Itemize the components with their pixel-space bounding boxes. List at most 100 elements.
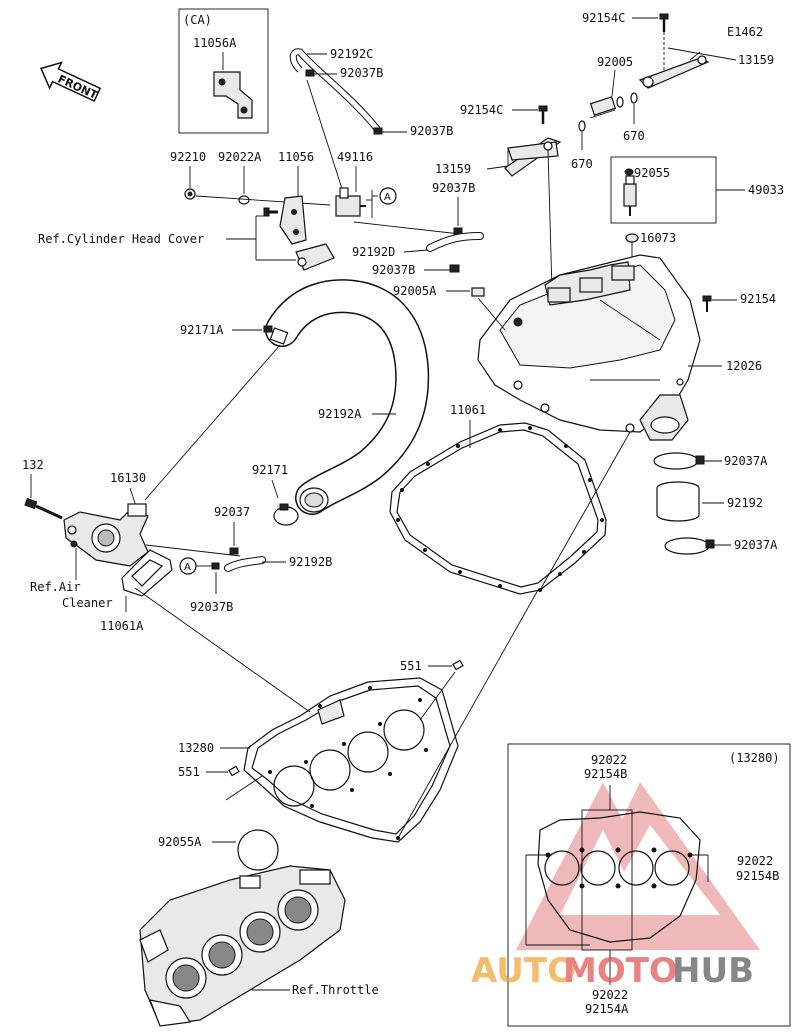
label-92037B-5: 92037B [190, 600, 233, 614]
label-92154: 92154 [740, 292, 776, 306]
label-49033: 49033 [748, 183, 784, 197]
label-ref-throttle: Ref.Throttle [292, 983, 379, 997]
ca-box-part-label: 11056A [193, 36, 237, 50]
valve-body-16130 [63, 503, 149, 567]
label-132: 132 [22, 458, 44, 472]
bracket-11056a [213, 71, 253, 119]
label-92192B: 92192B [289, 555, 332, 569]
label-670-a: 670 [571, 157, 593, 171]
throttle-body [139, 865, 346, 1027]
clamp-92037 [229, 547, 239, 555]
svg-text:A: A [184, 562, 191, 573]
watermark-text: AUTO MOTO HUB [471, 951, 754, 991]
label-13159-top: 13159 [738, 53, 774, 67]
inset-label-3-top: 92022 [592, 988, 628, 1002]
label-12026: 12026 [726, 359, 762, 373]
sensor-92055 [623, 168, 637, 216]
clamp-92037b-3 [453, 227, 463, 235]
label-49116: 49116 [337, 150, 373, 164]
cylinder-head-cover-part [295, 243, 335, 271]
pin-551-a [452, 659, 464, 671]
gasket-13280 [243, 677, 459, 843]
label-ref-air-1: Ref.Air [30, 580, 81, 594]
valve-49116 [335, 187, 366, 217]
label-11061A: 11061A [100, 619, 144, 633]
o-ring-92055a [237, 829, 279, 871]
clamp-92037a-bottom [664, 537, 715, 555]
inset-label-2-bottom: 92154B [736, 869, 779, 883]
label-92055: 92055 [634, 166, 670, 180]
label-ref-cylinder-head-cover: Ref.Cylinder Head Cover [38, 232, 204, 246]
label-92171A: 92171A [180, 323, 224, 337]
hose-92192a [265, 279, 430, 515]
clamp-92037b-5 [211, 562, 220, 570]
label-16073: 16073 [640, 231, 676, 245]
clamp-92037a-top [653, 452, 705, 470]
circle-a-marker-top: A [379, 187, 397, 205]
label-13159-mid: 13159 [435, 162, 471, 176]
washer-670-a [616, 92, 638, 108]
bracket-11056 [279, 195, 307, 245]
label-92192C: 92192C [330, 47, 373, 61]
label-16130: 16130 [110, 471, 146, 485]
bolt-92154c-mid [538, 105, 548, 124]
label-92154C-top: 92154C [582, 11, 625, 25]
svg-text:HUB: HUB [672, 951, 754, 991]
label-92037B-2: 92037B [410, 124, 453, 138]
bolt-small-left [263, 207, 278, 217]
label-92055A: 92055A [158, 835, 202, 849]
label-92037B-4: 92037B [372, 263, 415, 277]
inset-label-2-top: 92022 [737, 854, 773, 868]
label-92154C-mid: 92154C [460, 103, 503, 117]
label-11056: 11056 [278, 150, 314, 164]
label-92171: 92171 [252, 463, 288, 477]
inset-label-1-bottom: 92154B [584, 767, 627, 781]
grommet-16073 [625, 233, 639, 243]
label-551-a: 551 [400, 659, 422, 673]
link-rod-13159-top [638, 55, 710, 89]
label-92037A-1: 92037A [724, 454, 768, 468]
washer-92210 [184, 188, 196, 200]
inset-label-1-top: 92022 [591, 753, 627, 767]
hose-92192c [289, 48, 381, 133]
label-92192A: 92192A [318, 407, 362, 421]
watermark-logo [516, 782, 760, 950]
label-92022A: 92022A [218, 150, 262, 164]
clamp-92171 [273, 503, 299, 526]
washer-670-b [578, 120, 586, 132]
front-label: FRONT [56, 72, 100, 102]
label-551-b: 551 [178, 765, 200, 779]
label-92037B-3: 92037B [432, 181, 475, 195]
circle-a-marker-bottom: A [179, 557, 197, 575]
ca-box-title: (CA) [183, 13, 212, 27]
inset-label-3-bottom: 92154A [585, 1002, 629, 1016]
pin-551-b [228, 765, 240, 777]
clamp-92037b-4 [449, 264, 460, 273]
inset-box-13280 [507, 743, 791, 1027]
inset-gasket [525, 785, 709, 985]
bolt-132 [24, 497, 63, 520]
clamp-92037b-2 [373, 127, 383, 135]
label-13280: 13280 [178, 741, 214, 755]
airbox-12026 [477, 254, 701, 441]
hose-92192d [426, 232, 484, 252]
joint-92005 [589, 96, 617, 116]
hose-92192b [224, 556, 266, 572]
ca-box [178, 8, 269, 134]
label-11061: 11061 [450, 403, 486, 417]
svg-text:AUTO: AUTO [471, 951, 576, 991]
inset-box-title: (13280) [729, 751, 780, 765]
label-92210: 92210 [170, 150, 206, 164]
diagram-code: E1462 [727, 25, 763, 39]
label-92037B-1: 92037B [340, 66, 383, 80]
duct-92192 [656, 481, 700, 522]
clamp-92037b-1 [305, 69, 315, 77]
label-92037: 92037 [214, 505, 250, 519]
joint-92005a [471, 287, 485, 297]
svg-text:MOTO: MOTO [563, 951, 678, 991]
gasket-11061 [389, 422, 607, 595]
front-arrow-icon: FRONT [39, 61, 102, 102]
label-92192D: 92192D [352, 245, 395, 259]
svg-text:A: A [384, 192, 391, 203]
label-ref-air-2: Cleaner [62, 596, 113, 610]
